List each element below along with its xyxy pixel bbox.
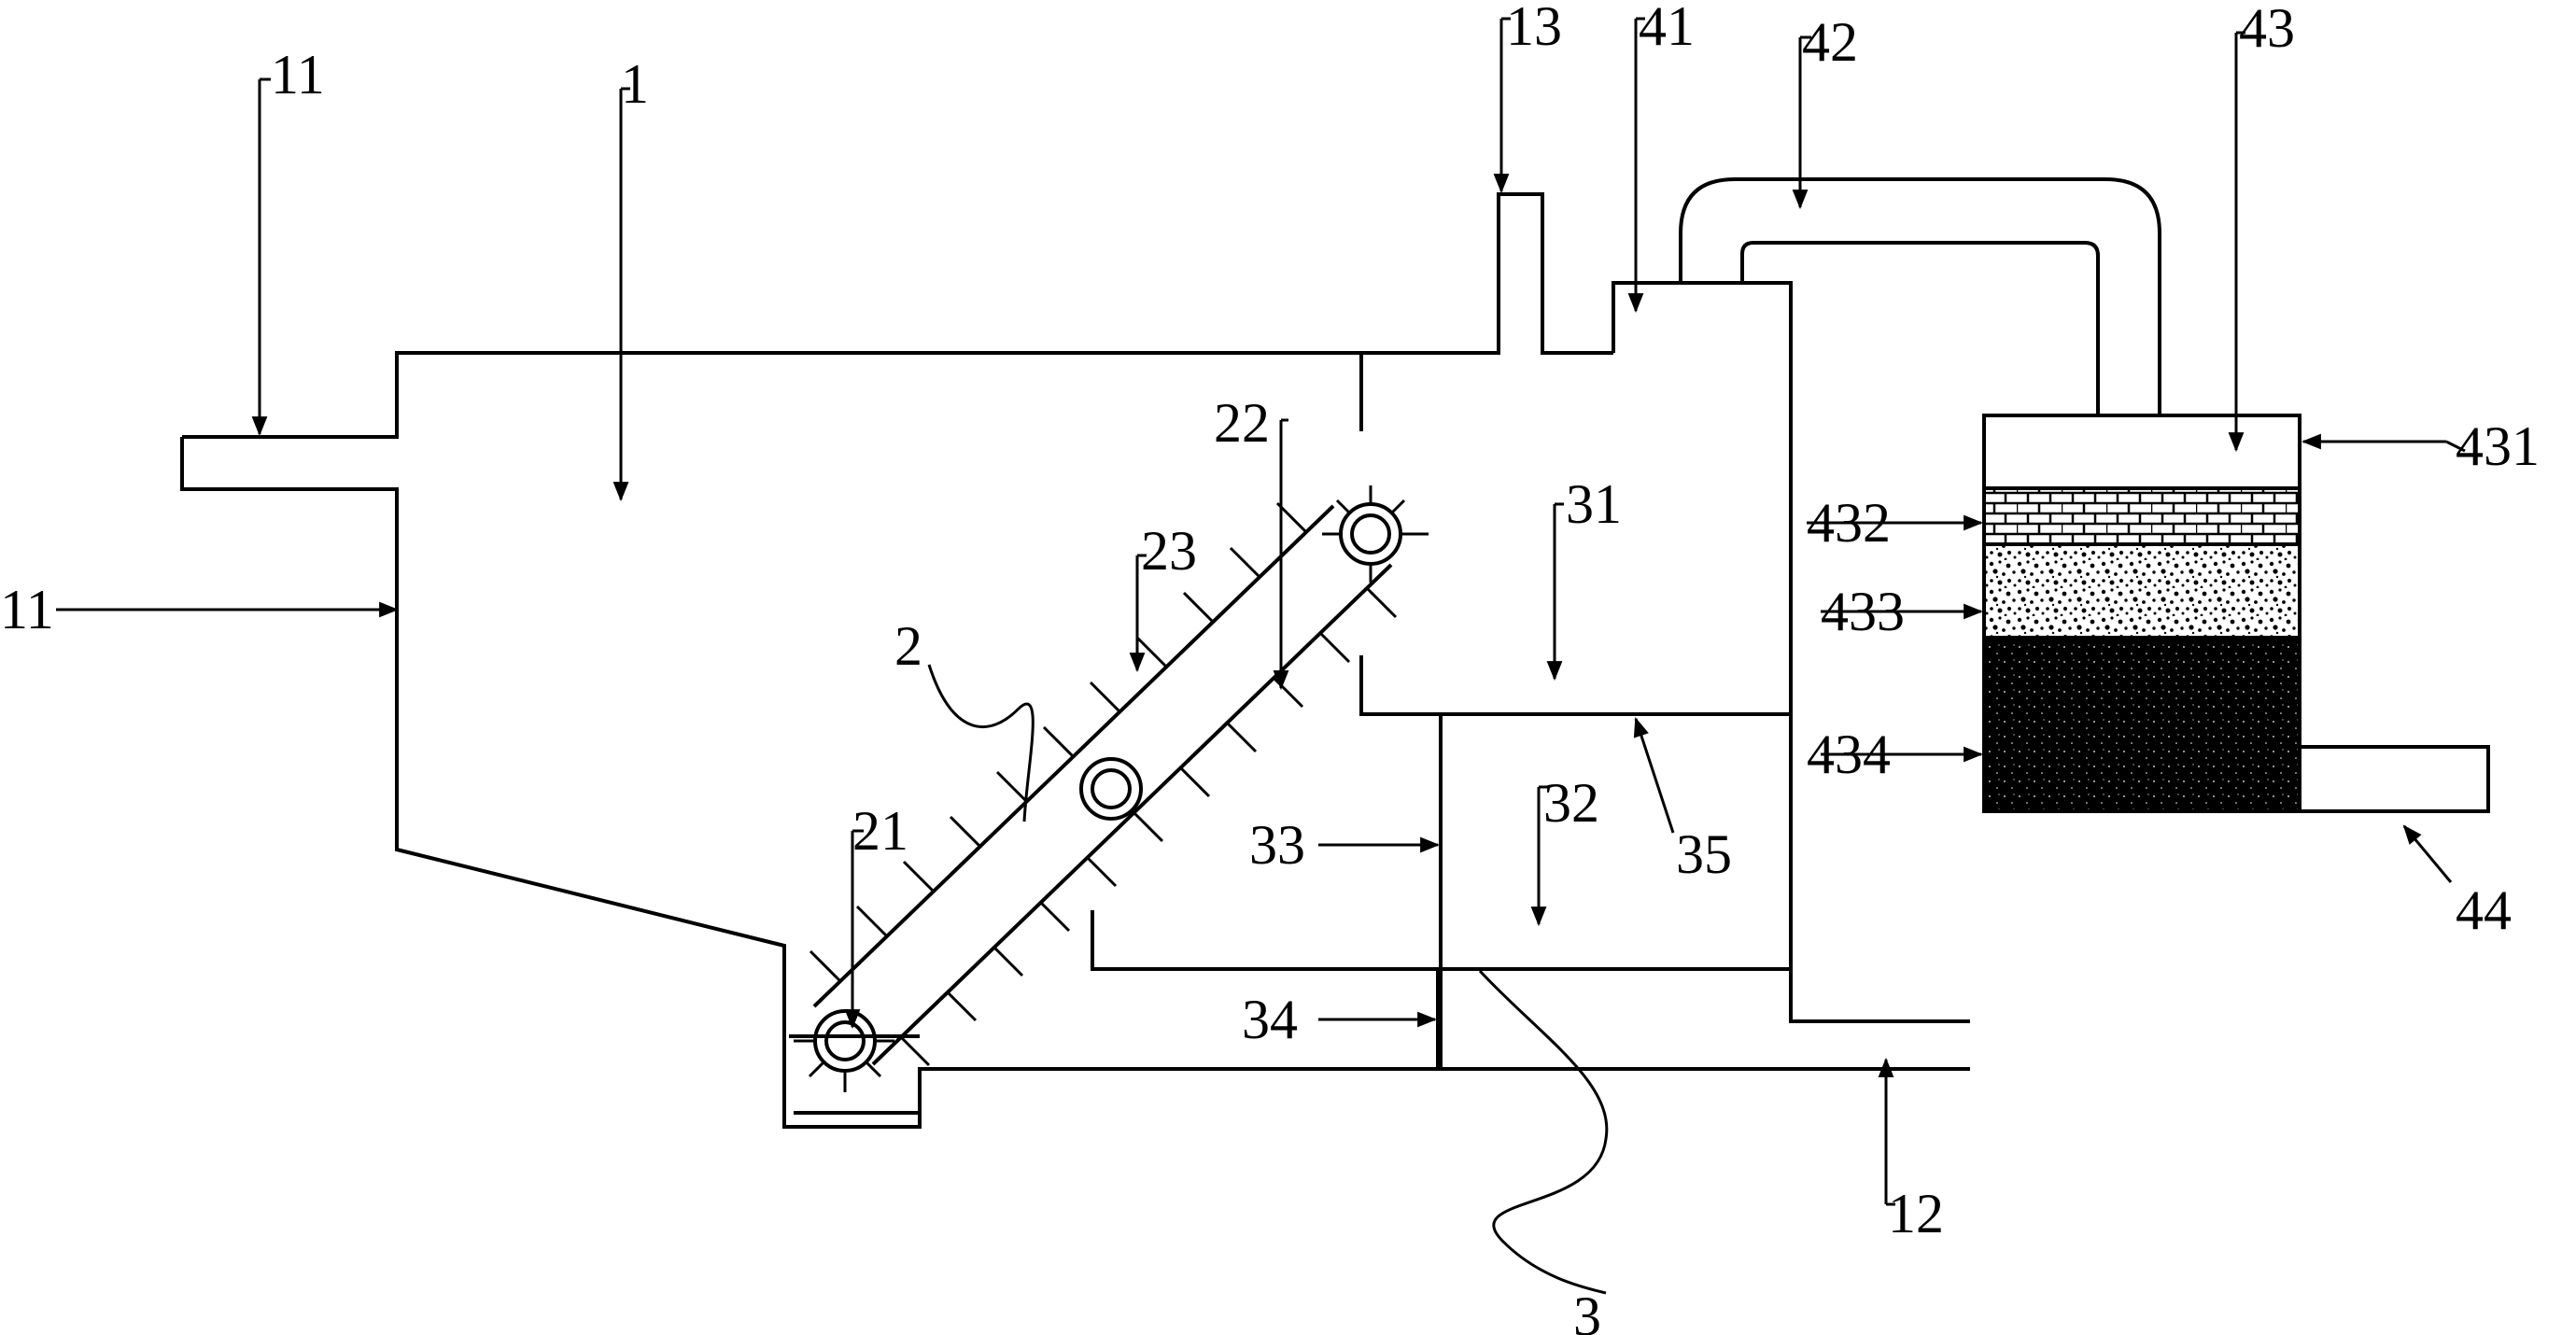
filter-layer-433 <box>1982 542 2302 639</box>
label-23: 23 <box>1141 520 1197 582</box>
label-2: 2 <box>894 615 922 677</box>
label-434: 434 <box>1807 724 1891 785</box>
baffle-upper-plate <box>1359 655 1791 716</box>
tank-top-wall <box>182 192 1613 439</box>
label-433: 433 <box>1821 581 1905 642</box>
label-12: 12 <box>1888 1183 1944 1244</box>
label-44: 44 <box>2456 879 2512 941</box>
roller-spokes <box>794 485 1429 1092</box>
label-11-top: 11 <box>271 44 325 105</box>
filter-layer-432 <box>1982 486 2302 546</box>
conveyor-scrapers <box>809 501 1398 1067</box>
conveyor-belt-lower <box>871 563 1393 1066</box>
filter-layer-434 <box>1982 636 2302 813</box>
label-21: 21 <box>852 800 908 862</box>
leader-lines <box>56 17 2466 1295</box>
label-3: 3 <box>1573 1286 1601 1335</box>
label-11-left: 11 <box>0 579 54 640</box>
label-1: 1 <box>621 53 649 115</box>
label-22: 22 <box>1214 392 1270 454</box>
roller-middle <box>1079 757 1143 821</box>
pipe-42-outer <box>1679 177 2161 415</box>
label-35: 35 <box>1676 823 1732 885</box>
baffle-lower-plate <box>1091 910 1791 971</box>
outlet-box-41 <box>1612 281 1793 353</box>
label-13: 13 <box>1506 0 1562 57</box>
label-43: 43 <box>2239 0 2295 59</box>
label-34: 34 <box>1242 989 1298 1050</box>
label-42: 42 <box>1802 11 1858 73</box>
pipe-42-inner <box>1740 241 2100 415</box>
tank-outline <box>180 437 1970 1129</box>
label-33: 33 <box>1249 814 1305 876</box>
label-31: 31 <box>1566 473 1622 535</box>
chamber-right-wall <box>1789 283 1970 1023</box>
label-432: 432 <box>1807 492 1891 554</box>
outlet-pipe-44 <box>2300 745 2490 813</box>
label-431: 431 <box>2456 415 2540 477</box>
label-41: 41 <box>1639 0 1695 57</box>
label-32: 32 <box>1543 772 1599 834</box>
filter-layer-431 <box>1982 414 2302 490</box>
